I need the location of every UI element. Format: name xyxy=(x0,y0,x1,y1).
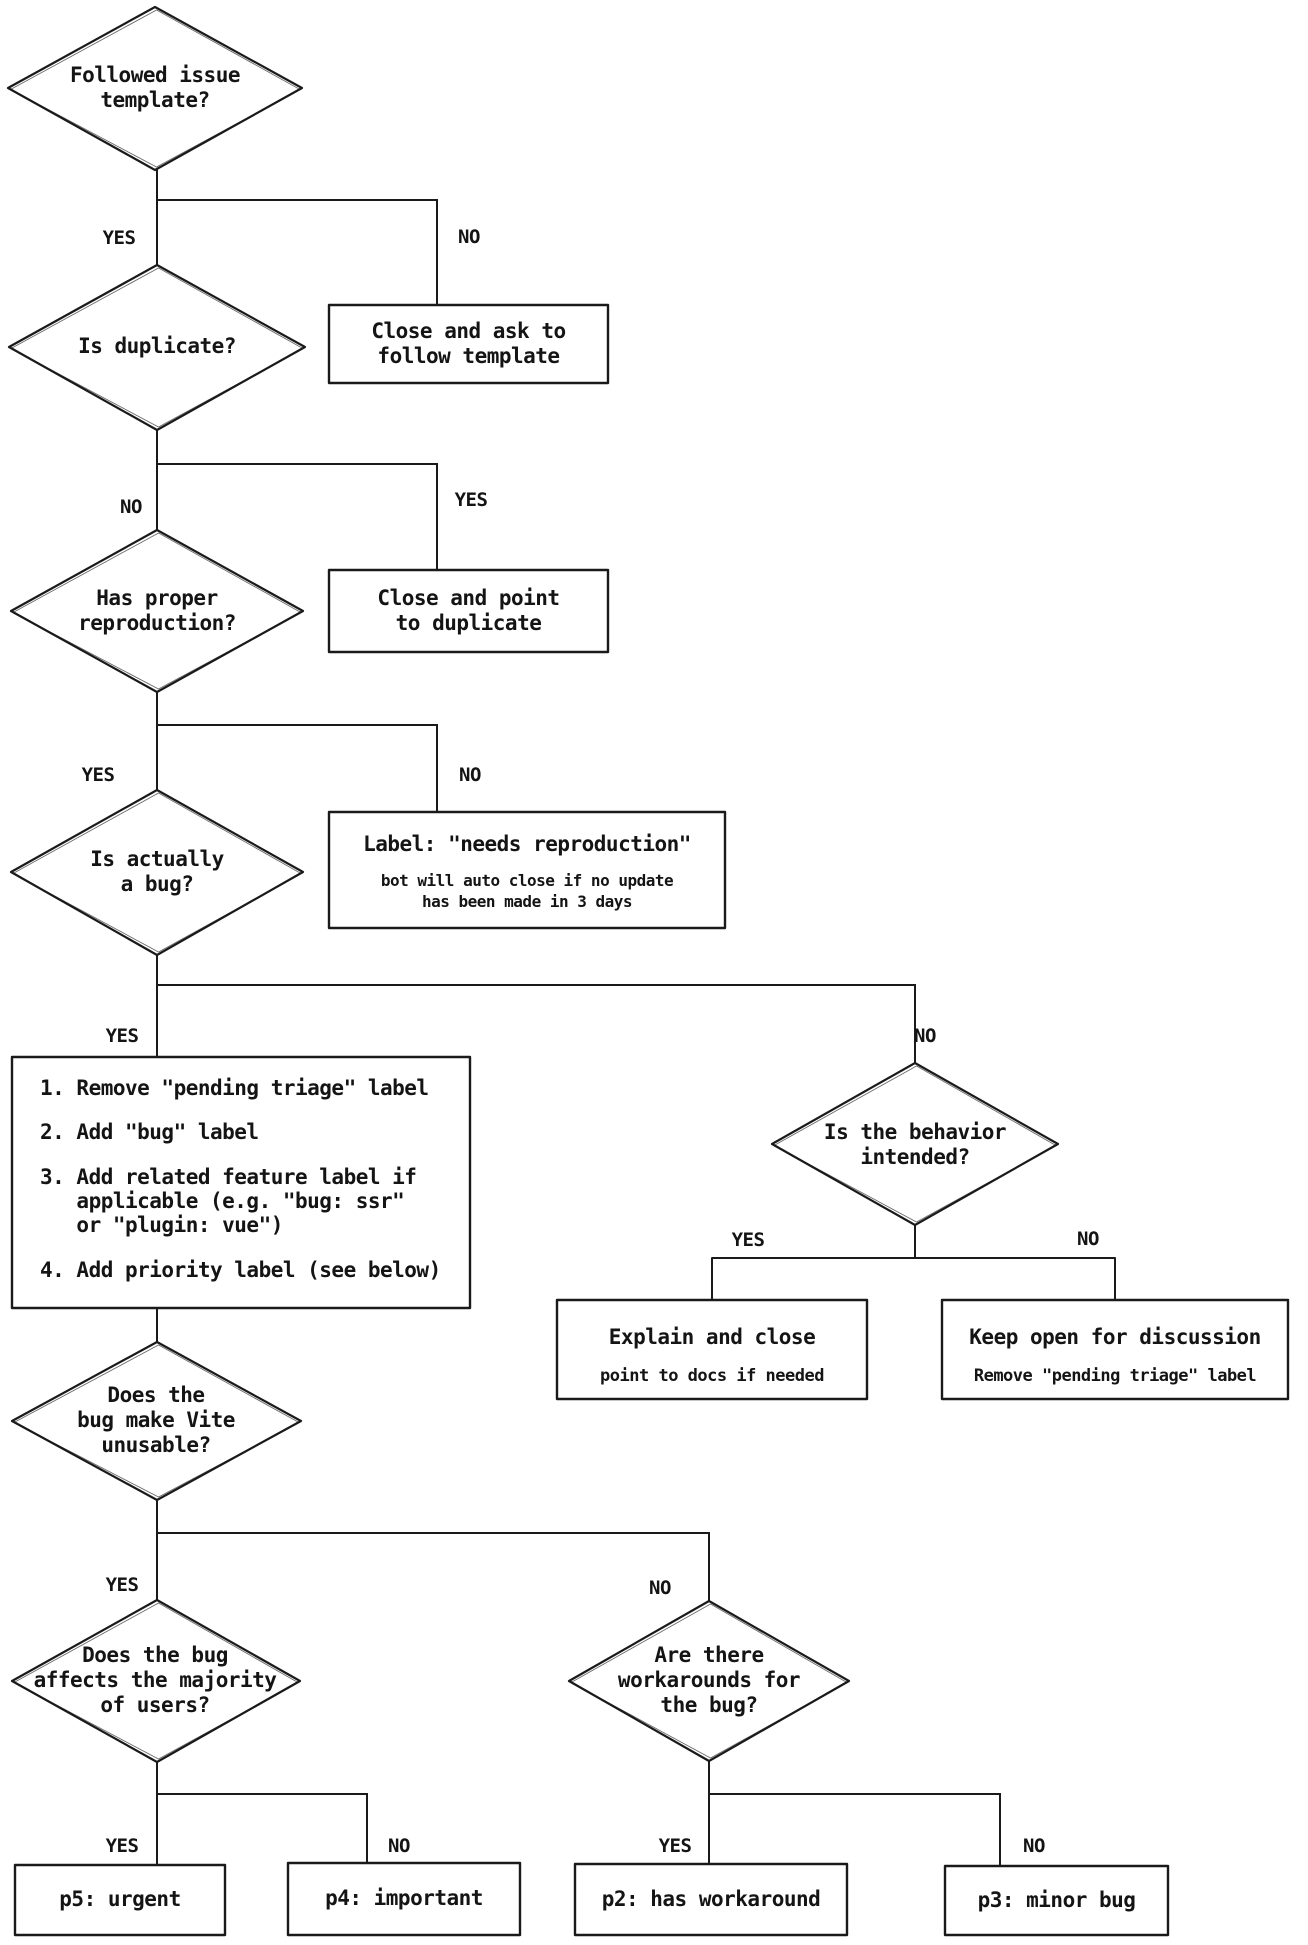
decision-majority-users: Does the bug affects the majority of use… xyxy=(33,1643,277,1717)
edge-label-behavior-intended-no: NO xyxy=(1077,1228,1099,1250)
action-explain-close-note: point to docs if needed xyxy=(600,1366,824,1386)
decision-followed-template-shape xyxy=(6,5,304,172)
connector-behavior-intended xyxy=(711,1224,1116,1301)
decision-is-duplicate: Is duplicate? xyxy=(78,334,236,358)
edge-label-majority-users-no: NO xyxy=(388,1835,410,1857)
decision-is-bug-shape xyxy=(9,788,305,957)
decision-vite-unusable: Does the bug make Vite unusable? xyxy=(77,1383,235,1457)
edge-label-is-duplicate-no: NO xyxy=(120,496,142,518)
action-needs-reproduction-title: Label: "needs reproduction" xyxy=(363,832,691,856)
edge-label-vite-unusable-no: NO xyxy=(649,1577,671,1599)
triage-step-2: 2. Add "bug" label xyxy=(40,1120,259,1144)
triage-step-4: 4. Add priority label (see below) xyxy=(40,1258,441,1282)
edge-label-vite-unusable-yes: YES xyxy=(105,1574,139,1596)
edge-label-followed-template-yes: YES xyxy=(102,227,136,249)
action-keep-open-shape xyxy=(940,1298,1290,1401)
connector-is-bug xyxy=(156,954,916,1064)
action-triage-steps-shape xyxy=(10,1055,472,1310)
action-p5-shape xyxy=(13,1863,227,1937)
edge-label-is-duplicate-yes: YES xyxy=(454,489,488,511)
decision-is-duplicate-shape xyxy=(7,263,307,432)
action-close-point-duplicate: Close and point to duplicate xyxy=(377,586,560,635)
action-p2-shape xyxy=(573,1862,849,1937)
decision-behavior-intended-shape xyxy=(770,1061,1060,1227)
connector-vite-unusable xyxy=(156,1499,710,1602)
action-p3-minor-bug: p3: minor bug xyxy=(977,1888,1136,1912)
connector-followed-template xyxy=(156,169,438,306)
action-needs-reproduction-shape xyxy=(327,810,727,930)
decision-has-reproduction: Has proper reproduction? xyxy=(78,586,236,635)
decision-majority-users-shape xyxy=(10,1598,302,1764)
action-p4-important: p4: important xyxy=(325,1886,483,1910)
action-p2-has-workaround: p2: has workaround xyxy=(601,1887,821,1911)
decision-vite-unusable-shape xyxy=(10,1340,303,1502)
action-close-follow-template: Close and ask to follow template xyxy=(371,319,566,368)
action-keep-open-title: Keep open for discussion xyxy=(969,1325,1261,1349)
connector-workarounds xyxy=(708,1760,1001,1867)
edge-label-has-reproduction-no: NO xyxy=(459,764,481,786)
edge-label-is-bug-yes: YES xyxy=(105,1025,139,1047)
decision-workarounds: Are there workarounds for the bug? xyxy=(617,1643,801,1717)
action-p3-shape xyxy=(943,1864,1170,1937)
edge-label-behavior-intended-yes: YES xyxy=(731,1229,765,1251)
edge-label-has-reproduction-yes: YES xyxy=(81,764,115,786)
decision-has-reproduction-shape xyxy=(9,528,305,694)
action-p4-shape xyxy=(286,1861,522,1937)
connector-majority-users xyxy=(156,1761,368,1866)
decision-behavior-intended: Is the behavior intended? xyxy=(823,1120,1007,1169)
edge-label-followed-template-no: NO xyxy=(458,226,480,248)
edge-label-is-bug-no: NO xyxy=(914,1025,936,1047)
triage-step-3: 3. Add related feature label if applicab… xyxy=(40,1165,417,1237)
decision-workarounds-shape xyxy=(567,1599,851,1763)
action-close-point-duplicate-shape xyxy=(327,568,610,654)
action-p5-urgent: p5: urgent xyxy=(59,1887,181,1911)
edge-label-workarounds-no: NO xyxy=(1023,1835,1045,1857)
action-keep-open-note: Remove "pending triage" label xyxy=(973,1366,1257,1386)
action-explain-close-shape xyxy=(555,1298,869,1401)
triage-step-1: 1. Remove "pending triage" label xyxy=(40,1076,429,1100)
edge-label-majority-users-yes: YES xyxy=(105,1835,139,1857)
action-explain-close-title: Explain and close xyxy=(608,1325,816,1349)
decision-followed-template: Followed issue template? xyxy=(69,63,241,112)
action-close-follow-template-shape xyxy=(327,303,610,385)
edge-label-workarounds-yes: YES xyxy=(658,1835,692,1857)
decision-is-bug: Is actually a bug? xyxy=(90,847,224,896)
connector-is-duplicate xyxy=(156,429,438,571)
connector-has-reproduction xyxy=(156,691,438,813)
action-needs-reproduction-note: bot will auto close if no update has bee… xyxy=(380,871,674,911)
